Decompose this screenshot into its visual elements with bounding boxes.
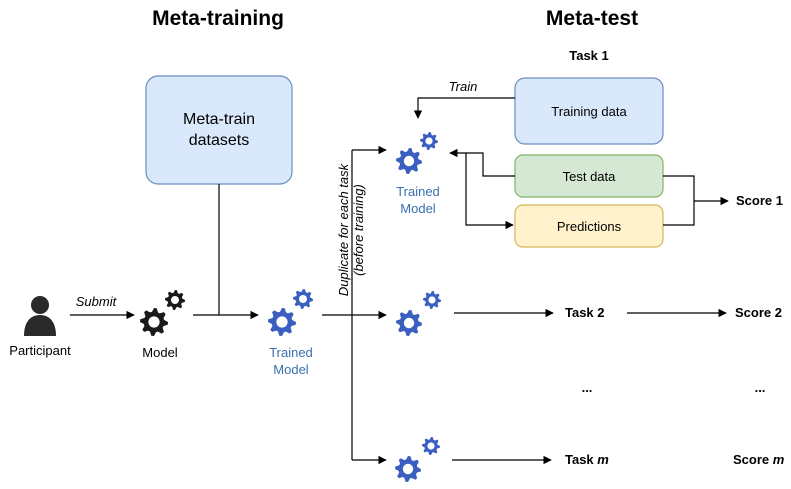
gear-hole <box>425 137 433 145</box>
taskm-label-text: Task <box>565 452 597 467</box>
training-data-box <box>514 77 664 145</box>
task1-trained-gears-icon <box>396 132 438 174</box>
score1-label: Score 1 <box>736 193 783 208</box>
taskm-label-var: m <box>597 452 609 467</box>
gear-hole <box>427 442 435 450</box>
meta-train-line2: datasets <box>189 132 249 149</box>
scorem-label: Score m <box>733 452 785 467</box>
training-data-label: Training data <box>551 104 627 119</box>
gear-hole <box>171 296 179 304</box>
predictions-box <box>514 204 664 248</box>
duplicate-note: Duplicate for each task (before training… <box>336 162 366 296</box>
task1-trained-line2: Model <box>400 201 436 216</box>
gear-hole <box>276 316 288 328</box>
task1-header: Task 1 <box>569 48 609 63</box>
scorem-label-text: Score <box>733 452 773 467</box>
model-gears-icon <box>140 290 185 336</box>
duplicate-note-line2: (before training) <box>351 184 366 276</box>
participant-label: Participant <box>9 343 71 358</box>
task-ellipsis: ... <box>582 380 593 395</box>
predictions-label: Predictions <box>557 219 622 234</box>
score-ellipsis: ... <box>755 380 766 395</box>
submit-label: Submit <box>76 294 118 309</box>
score-bracket <box>663 175 695 226</box>
meta-training-title: Meta-training <box>152 7 284 30</box>
train-arrow <box>413 97 515 119</box>
scorem-label-var: m <box>773 452 785 467</box>
trained-model-gears-icon <box>268 289 313 336</box>
task2-trained-gears-icon <box>396 291 441 336</box>
gear-hole <box>402 463 414 475</box>
gear-hole <box>299 295 307 303</box>
test-to-model-arrow <box>449 148 515 177</box>
taskm-label: Task m <box>565 452 609 467</box>
gear-hole <box>403 155 415 167</box>
gear-hole <box>403 317 415 329</box>
meta-train-datasets-box <box>145 75 293 185</box>
duplicate-note-line1: Duplicate for each task <box>336 162 351 296</box>
task2-label: Task 2 <box>565 305 605 320</box>
model-to-predictions-arrow <box>465 153 514 230</box>
meta-test-title: Meta-test <box>546 7 638 30</box>
taskm-trained-gears-icon <box>395 437 440 482</box>
score2-label: Score 2 <box>735 305 782 320</box>
gear-hole <box>148 316 160 328</box>
gear-hole <box>428 296 436 304</box>
participant-icon <box>24 296 56 336</box>
meta-train-line1: Meta-train <box>183 111 255 128</box>
trained-model-line1: Trained <box>269 345 313 360</box>
task1-trained-line1: Trained <box>396 184 440 199</box>
model-label: Model <box>142 345 178 360</box>
trained-model-line2: Model <box>273 362 309 377</box>
test-data-label: Test data <box>563 169 617 184</box>
train-label: Train <box>449 79 478 94</box>
